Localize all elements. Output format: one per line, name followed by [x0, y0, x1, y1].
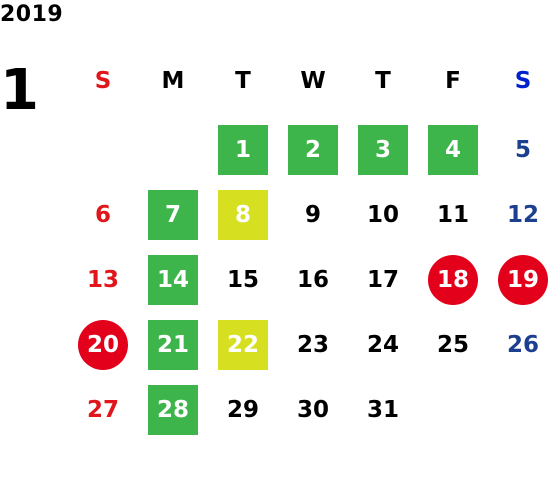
calendar-day-8: 8 [218, 190, 268, 240]
calendar-day-15: 15 [226, 267, 259, 293]
calendar-day-5: 5 [514, 137, 531, 163]
calendar-day-16: 16 [296, 267, 329, 293]
calendar-day-14: 14 [148, 255, 198, 305]
calendar-day-3: 3 [358, 125, 408, 175]
calendar-day-29: 29 [226, 397, 259, 423]
calendar-year: 2019 [0, 2, 64, 27]
calendar-day-11: 11 [436, 202, 469, 228]
weekday-header-thursday: T [375, 68, 391, 94]
calendar-day-20: 20 [78, 320, 128, 370]
calendar-day-6: 6 [94, 202, 111, 228]
calendar-day-10: 10 [366, 202, 399, 228]
calendar-day-12: 12 [506, 202, 539, 228]
calendar-day-22: 22 [218, 320, 268, 370]
calendar-day-31: 31 [366, 397, 399, 423]
calendar-day-30: 30 [296, 397, 329, 423]
weekday-header-sunday: S [94, 68, 112, 94]
calendar-day-7: 7 [148, 190, 198, 240]
calendar-day-26: 26 [506, 332, 539, 358]
calendar-day-23: 23 [296, 332, 329, 358]
calendar-day-1: 1 [218, 125, 268, 175]
weekday-header-wednesday: W [300, 68, 326, 94]
calendar-day-25: 25 [436, 332, 469, 358]
weekday-header-friday: F [445, 68, 461, 94]
calendar-day-17: 17 [366, 267, 399, 293]
calendar-day-4: 4 [428, 125, 478, 175]
calendar-day-13: 13 [86, 267, 119, 293]
calendar-day-28: 28 [148, 385, 198, 435]
calendar-day-24: 24 [366, 332, 399, 358]
calendar-day-19: 19 [498, 255, 548, 305]
weekday-header-tuesday: T [235, 68, 251, 94]
calendar-month: 1 [0, 58, 39, 123]
calendar-day-18: 18 [428, 255, 478, 305]
weekday-header-monday: M [161, 68, 185, 94]
weekday-header-saturday: S [514, 68, 532, 94]
calendar-day-2: 2 [288, 125, 338, 175]
calendar-day-9: 9 [304, 202, 321, 228]
calendar-day-21: 21 [148, 320, 198, 370]
calendar-day-27: 27 [86, 397, 119, 423]
